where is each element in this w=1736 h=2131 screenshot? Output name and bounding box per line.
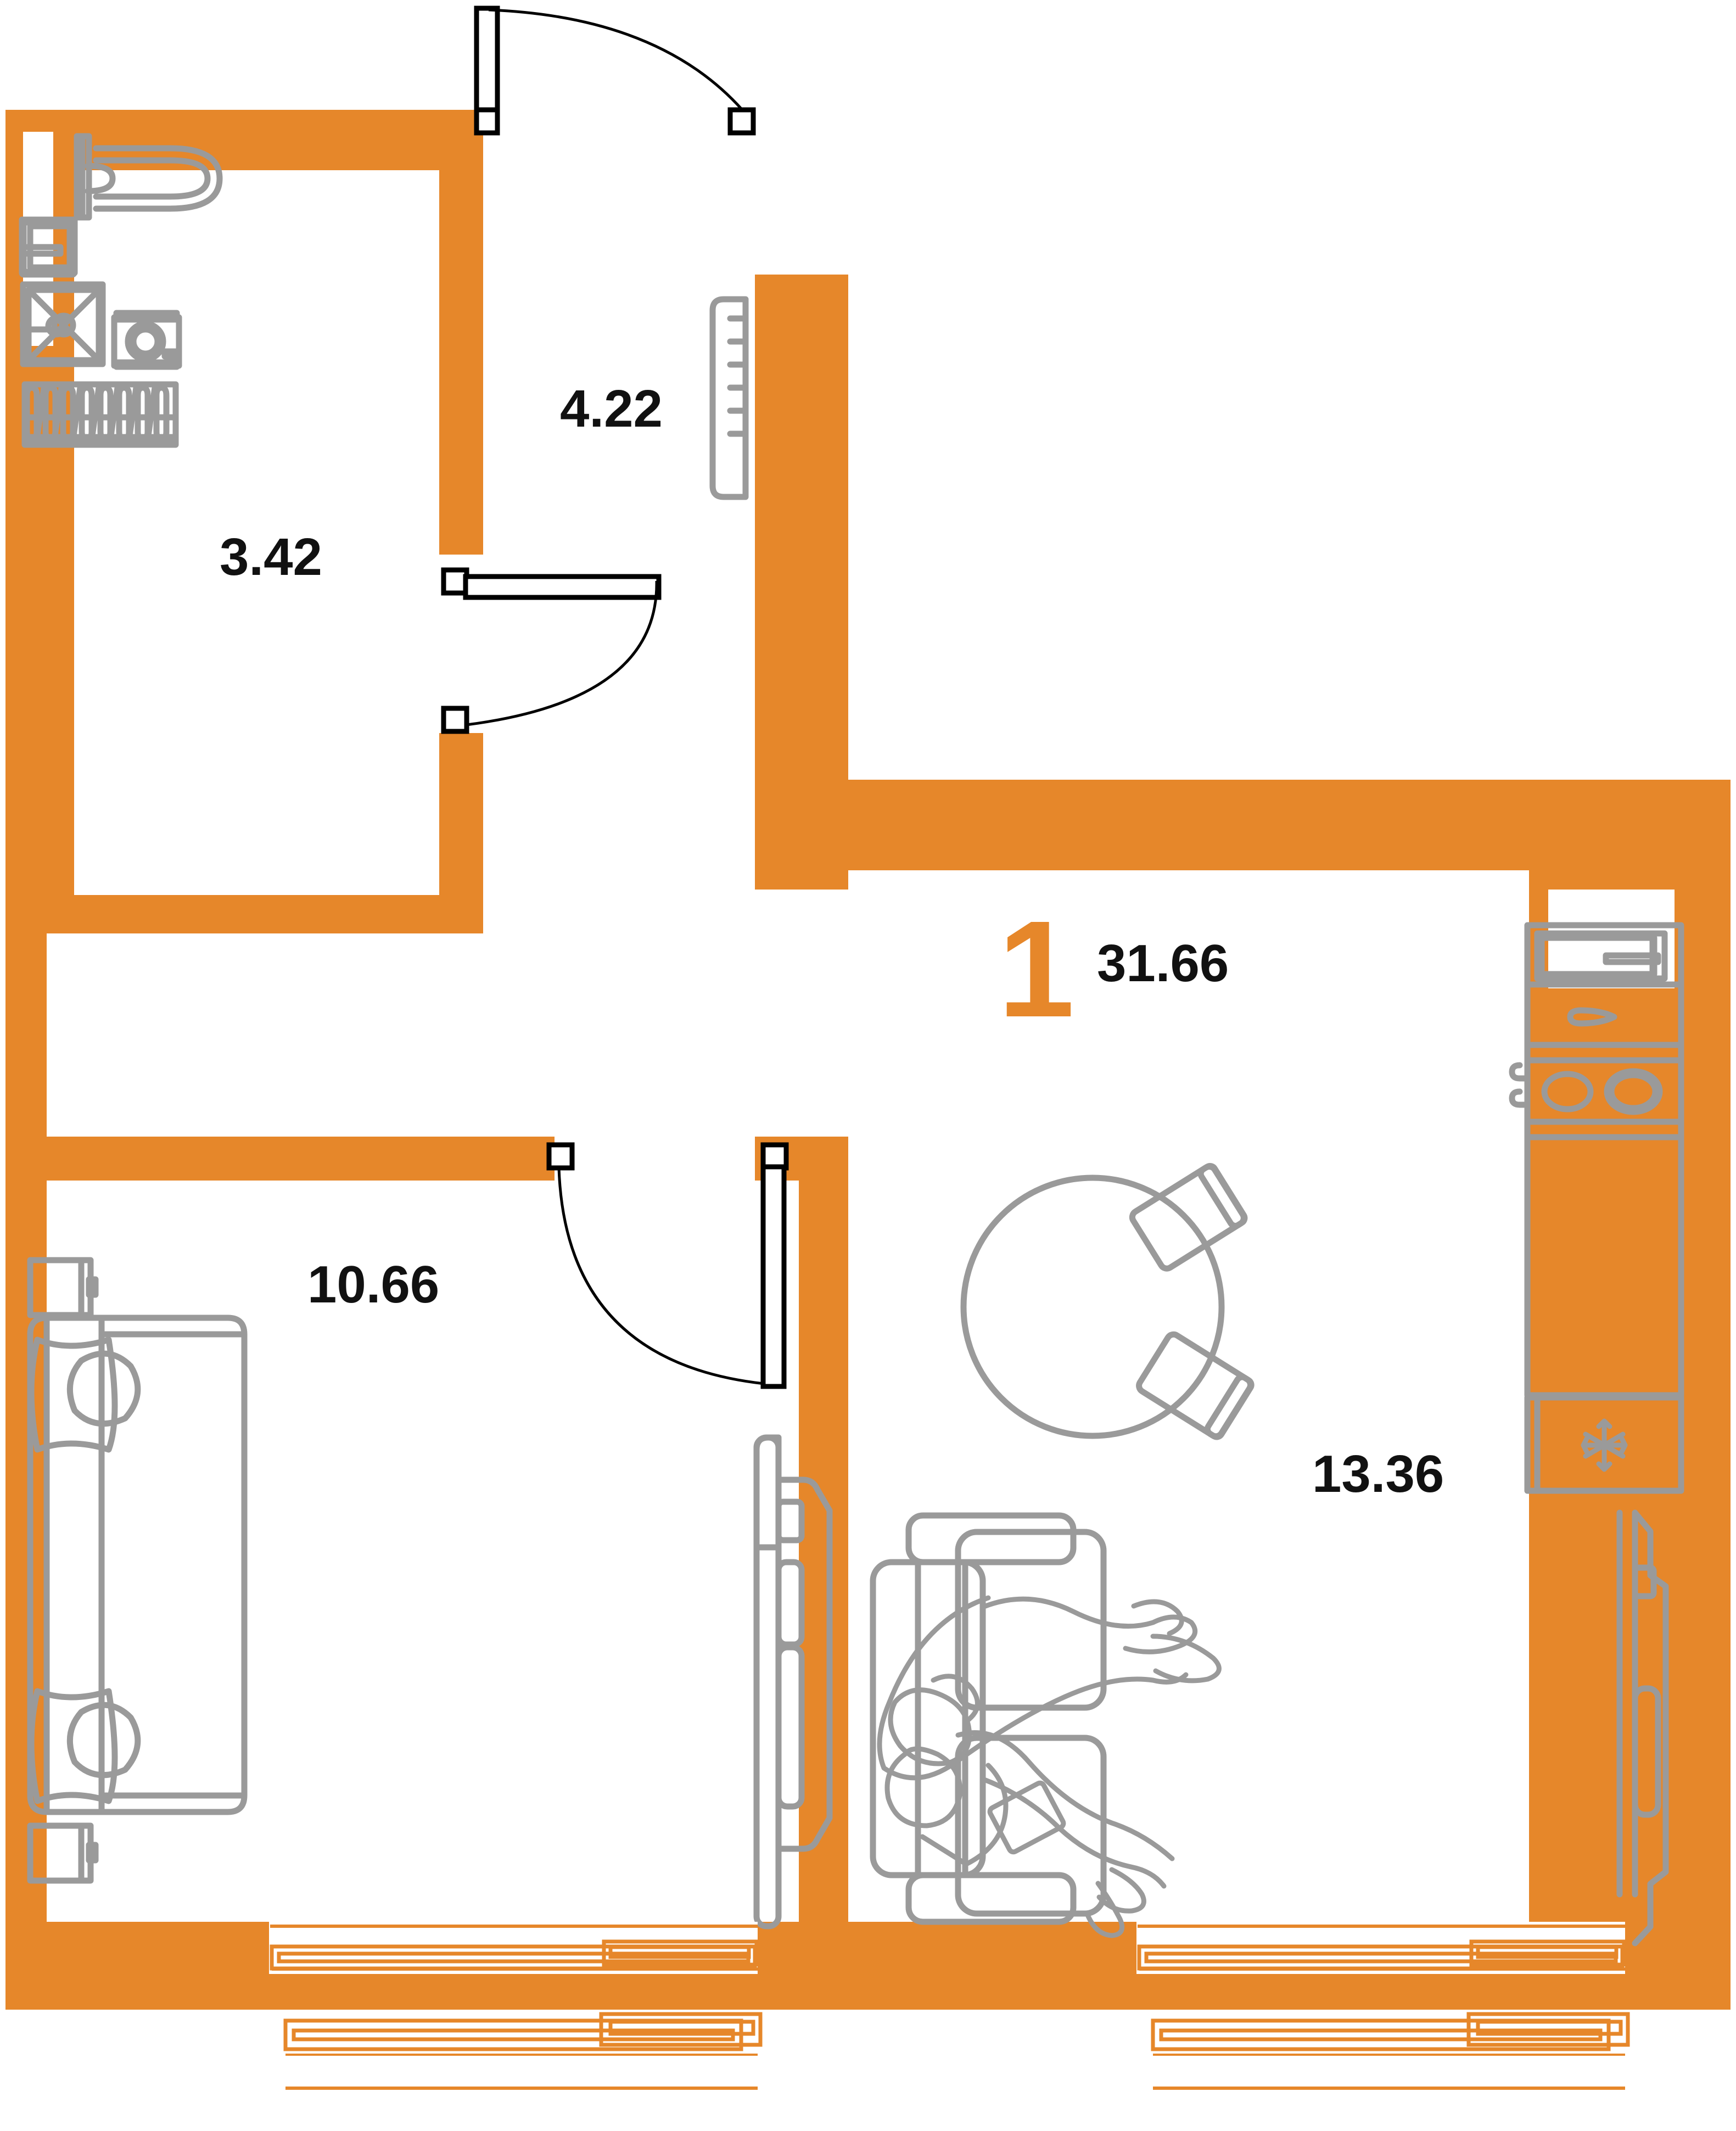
snowflake-icon bbox=[1581, 1418, 1628, 1472]
radiator-right bbox=[1616, 1509, 1669, 1947]
basin-square bbox=[20, 217, 78, 276]
wardrobe bbox=[21, 381, 179, 448]
walls-clean bbox=[5, 110, 1731, 2010]
cooktop bbox=[1509, 1042, 1684, 1125]
bed-double bbox=[27, 1315, 248, 1815]
window-bedroom-sash bbox=[270, 1922, 759, 1974]
furniture-group bbox=[19, 133, 1684, 1947]
area-label-living-room: 31.66 bbox=[1097, 934, 1229, 993]
window-bedroom bbox=[270, 1972, 763, 2090]
window-living bbox=[1138, 1972, 1630, 2090]
area-label-hallway: 4.22 bbox=[560, 379, 663, 438]
dining-chair-2 bbox=[1136, 1331, 1255, 1440]
area-label-bathroom: 3.42 bbox=[220, 528, 322, 586]
window-living-sash bbox=[1137, 1922, 1626, 1974]
area-label-bedroom: 10.66 bbox=[307, 1255, 440, 1314]
bathroom-door bbox=[441, 567, 662, 734]
wall-openings bbox=[23, 110, 1675, 1974]
bedroom-door bbox=[546, 1142, 789, 1389]
area-label-kitchen: 13.36 bbox=[1312, 1445, 1444, 1503]
tv-panel bbox=[753, 1434, 833, 1929]
rooms-count-badge: 1 bbox=[998, 892, 1075, 1045]
nightstand-bottom bbox=[27, 1822, 99, 1884]
washing-machine bbox=[111, 310, 182, 370]
doors-group bbox=[441, 5, 789, 1389]
hanger-marks bbox=[24, 384, 170, 443]
dining-chair-1 bbox=[1129, 1162, 1248, 1272]
toilet-fixture bbox=[74, 133, 223, 221]
shower-tray bbox=[20, 281, 106, 367]
windows-in-wall bbox=[270, 1922, 1626, 1974]
entrance-door bbox=[474, 5, 756, 136]
windows-group bbox=[270, 1972, 1630, 2090]
person-2 bbox=[884, 1730, 1175, 1938]
walls-group bbox=[5, 110, 1731, 2010]
coat-rack bbox=[709, 296, 749, 500]
sofa bbox=[870, 1512, 1107, 1925]
dining-table-round bbox=[960, 1174, 1225, 1439]
refrigerator bbox=[1524, 1394, 1684, 1494]
